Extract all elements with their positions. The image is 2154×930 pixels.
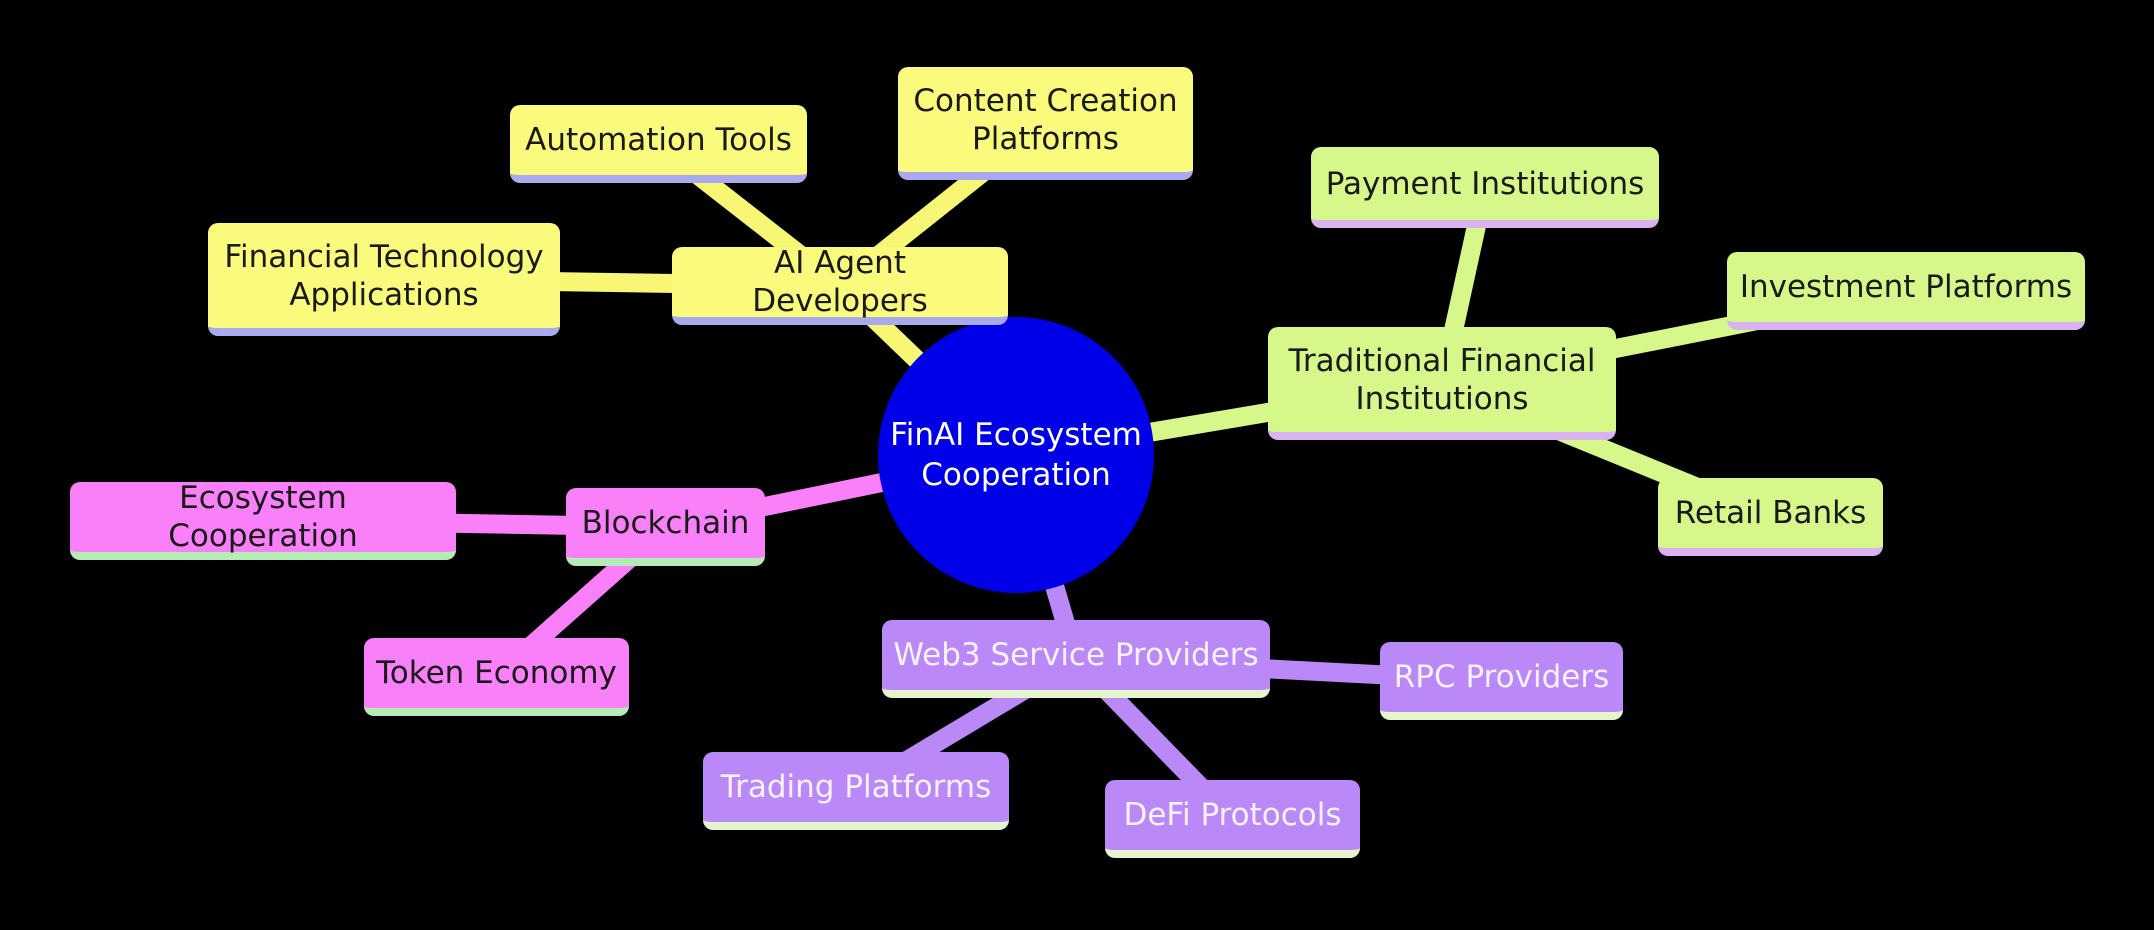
- node-label: AI Agent Developers: [752, 245, 928, 319]
- node-ecosystem-cooperation: Ecosystem Cooperation: [70, 480, 456, 560]
- node-label: Payment Institutions: [1325, 165, 1645, 202]
- node-payment-institutions: Payment Institutions: [1311, 147, 1659, 228]
- node-investment-platforms: Investment Platforms: [1727, 252, 2085, 330]
- node-label: RPC Providers: [1393, 659, 1610, 695]
- node-token-economy: Token Economy: [364, 638, 629, 716]
- node-traditional-financial-institutions: Traditional Financial Institutions: [1268, 327, 1616, 440]
- node-label: Investment Platforms: [1739, 269, 2073, 305]
- node-financial-technology-applications: Financial Technology Applications: [208, 223, 560, 336]
- node-label: Financial Technology Applications: [224, 238, 544, 313]
- node-label: DeFi Protocols: [1123, 797, 1342, 833]
- node-retail-banks: Retail Banks: [1658, 478, 1883, 556]
- node-root-finai-ecosystem-cooperation: FinAI Ecosystem Cooperation: [878, 317, 1154, 593]
- node-ai-agent-developers: AI Agent Developers: [672, 245, 1008, 325]
- node-label: Blockchain: [581, 505, 750, 541]
- node-label: Web3 Service Providers: [893, 637, 1259, 673]
- node-label: Retail Banks: [1674, 495, 1867, 531]
- node-label: Content Creation Platforms: [913, 82, 1178, 157]
- root-label-line1: FinAI Ecosystem: [890, 417, 1142, 453]
- node-label: Automation Tools: [525, 122, 792, 158]
- root-label-line2: Cooperation: [921, 457, 1111, 493]
- node-label: Ecosystem Cooperation: [168, 480, 358, 554]
- node-defi-protocols: DeFi Protocols: [1105, 780, 1360, 858]
- node-web3-service-providers: Web3 Service Providers: [882, 620, 1270, 698]
- node-rpc-providers: RPC Providers: [1380, 642, 1623, 720]
- node-label: Traditional Financial Institutions: [1288, 342, 1596, 417]
- node-automation-tools: Automation Tools: [510, 105, 807, 183]
- node-trading-platforms: Trading Platforms: [703, 752, 1009, 830]
- node-label: Trading Platforms: [720, 769, 992, 805]
- node-blockchain: Blockchain: [566, 488, 765, 566]
- node-content-creation-platforms: Content Creation Platforms: [898, 67, 1193, 180]
- node-label: Token Economy: [376, 655, 617, 691]
